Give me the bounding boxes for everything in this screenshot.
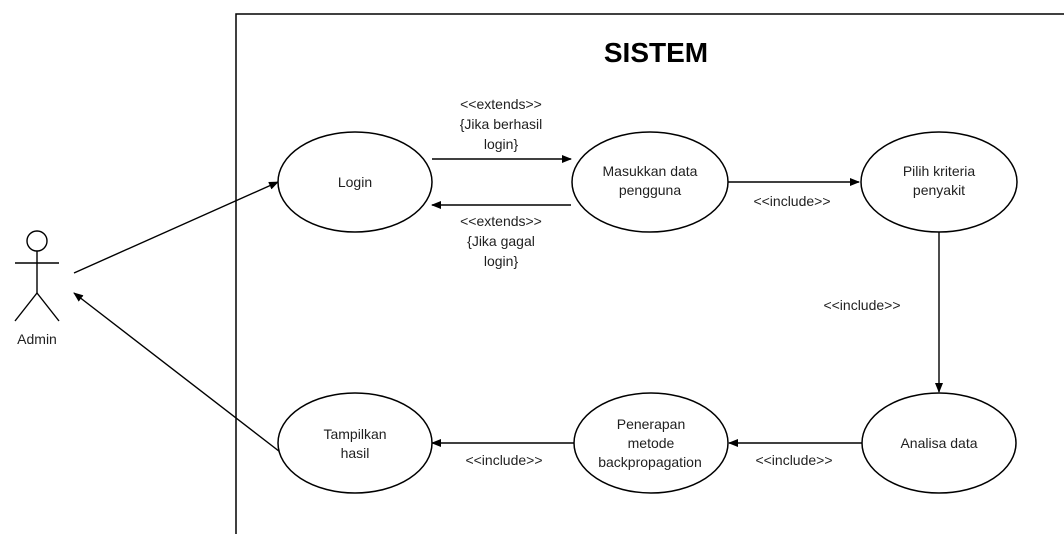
usecase-penerapan-line-1: Penerapan [617,416,686,432]
system-boundary [235,13,1064,534]
usecase-penerapan-metode-backpropagation[interactable]: Penerapan metode backpropagation [573,392,729,494]
extends-fail-line-1: <<extends>> [460,213,542,229]
actor-head [26,230,48,252]
actor-label: Admin [17,331,57,347]
usecase-tampilkan-line-1: Tampilkan [323,426,386,442]
label-include-analisa-penerapan: <<include>> [755,452,832,468]
label-include-penerapan-tampilkan: <<include>> [465,452,542,468]
usecase-tampilkan-hasil[interactable]: Tampilkan hasil [277,392,433,494]
usecase-login-label: Login [338,174,372,190]
usecase-tampilkan-line-2: hasil [341,445,370,461]
extends-fail-line-3: login} [484,253,519,269]
actor-left-leg [14,292,38,322]
usecase-pilih-line-2: penyakit [913,182,965,198]
usecase-pilih-line-1: Pilih kriteria [903,163,976,179]
usecase-penerapan-line-2: metode [628,435,675,451]
usecase-pilih-kriteria-penyakit[interactable]: Pilih kriteria penyakit [860,131,1018,233]
actor-right-leg [36,292,60,322]
extends-success-line-2: {Jika berhasil [460,116,543,132]
extends-fail-line-2: {Jika gagal [467,233,535,249]
usecase-analisa-label: Analisa data [900,435,977,451]
usecase-login[interactable]: Login [277,131,433,233]
label-include-masukkan-pilih: <<include>> [753,193,830,209]
usecase-masukkan-data-pengguna[interactable]: Masukkan data pengguna [571,131,729,233]
extends-success-line-1: <<extends>> [460,96,542,112]
usecase-penerapan-line-3: backpropagation [598,454,702,470]
extends-success-line-3: login} [484,136,519,152]
actor-admin[interactable]: Admin [14,230,60,347]
label-extends-fail: <<extends>> {Jika gagal login} [460,213,542,269]
usecase-masukkan-line-2: pengguna [619,182,682,198]
label-include-pilih-analisa: <<include>> [823,297,900,313]
edge-admin-to-login [73,181,279,274]
system-title: SISTEM [604,37,708,68]
usecase-masukkan-line-1: Masukkan data [603,163,698,179]
label-extends-success: <<extends>> {Jika berhasil login} [460,96,543,152]
edge-tampilkan-to-admin [73,292,285,456]
usecase-analisa-data[interactable]: Analisa data [861,392,1017,494]
